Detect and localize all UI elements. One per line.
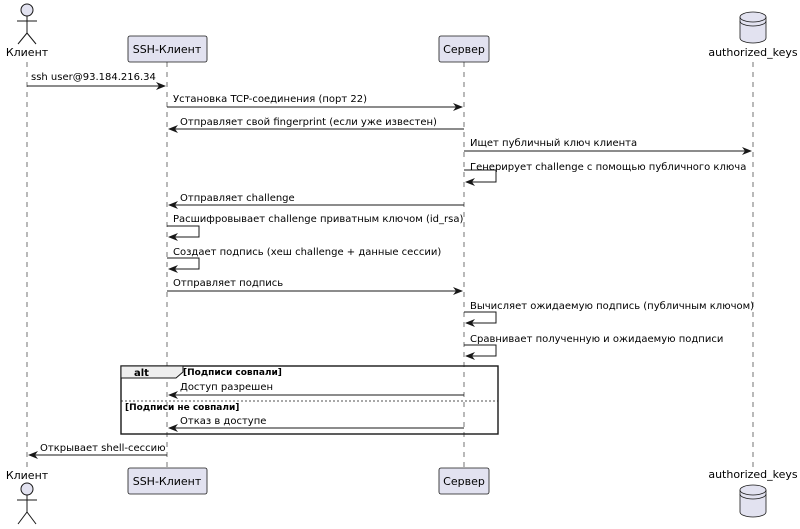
participant-ssh-client-bottom: SSH-Клиент (127, 467, 208, 495)
participant-client-bottom: Клиент (6, 469, 49, 525)
alt-guard-mismatch: [Подписи не совпали] (125, 403, 239, 413)
participant-label: Клиент (6, 469, 49, 482)
message-label: Отправляет свой fingerprint (если уже из… (180, 117, 437, 128)
message-label: Доступ разрешен (180, 382, 273, 393)
participant-client-top: Клиент (6, 3, 49, 59)
participant-authorized-keys-top: authorized_keys (708, 11, 798, 59)
participant-label: Сервер (443, 475, 485, 488)
database-icon (739, 11, 767, 44)
message-label: Отказ в доступе (180, 416, 266, 427)
self-message-arrow (464, 311, 497, 327)
participant-ssh-client-top: SSH-Клиент (127, 35, 208, 63)
message-label: ssh user@93.184.216.34 (31, 72, 156, 83)
self-message-arrow (464, 169, 497, 186)
actor-icon (17, 3, 37, 45)
message-label: Отправляет подпись (173, 278, 283, 289)
self-message-arrow (167, 225, 200, 241)
participant-authorized-keys-bottom: authorized_keys (708, 468, 798, 518)
message-label: Генерирует challenge с помощью публичног… (470, 162, 746, 173)
participant-label: SSH-Клиент (133, 475, 202, 488)
message-label: Открывает shell-сессию (40, 443, 166, 454)
participant-label: Клиент (6, 46, 49, 59)
message-label: Отправляет challenge (180, 193, 295, 204)
message-label: Расшифровывает challenge приватным ключо… (173, 214, 463, 225)
message-label: Ищет публичный ключ клиента (470, 138, 637, 149)
database-icon (739, 484, 767, 518)
participant-label: Сервер (443, 43, 485, 56)
message-label: Вычисляет ожидаемую подпись (публичным к… (470, 301, 754, 312)
participant-server-bottom: Сервер (438, 467, 490, 495)
participant-label: SSH-Клиент (133, 43, 202, 56)
alt-guard-match: [Подписи совпали] (183, 368, 282, 378)
participant-label: authorized_keys (708, 46, 798, 59)
alt-frame-tag: alt (134, 368, 149, 379)
message-label: Сравнивает полученную и ожидаемую подпис… (470, 334, 723, 345)
participant-label: authorized_keys (708, 468, 798, 481)
self-message-arrow (464, 344, 497, 360)
self-message-arrow (167, 257, 200, 273)
message-label: Установка TCP-соединения (порт 22) (173, 94, 367, 105)
actor-icon (17, 482, 37, 525)
message-label: Создает подпись (хеш challenge + данные … (173, 247, 441, 258)
participant-server-top: Сервер (438, 35, 490, 63)
alt-frame: alt [Подписи совпали] [Подписи не совпал… (120, 365, 499, 435)
